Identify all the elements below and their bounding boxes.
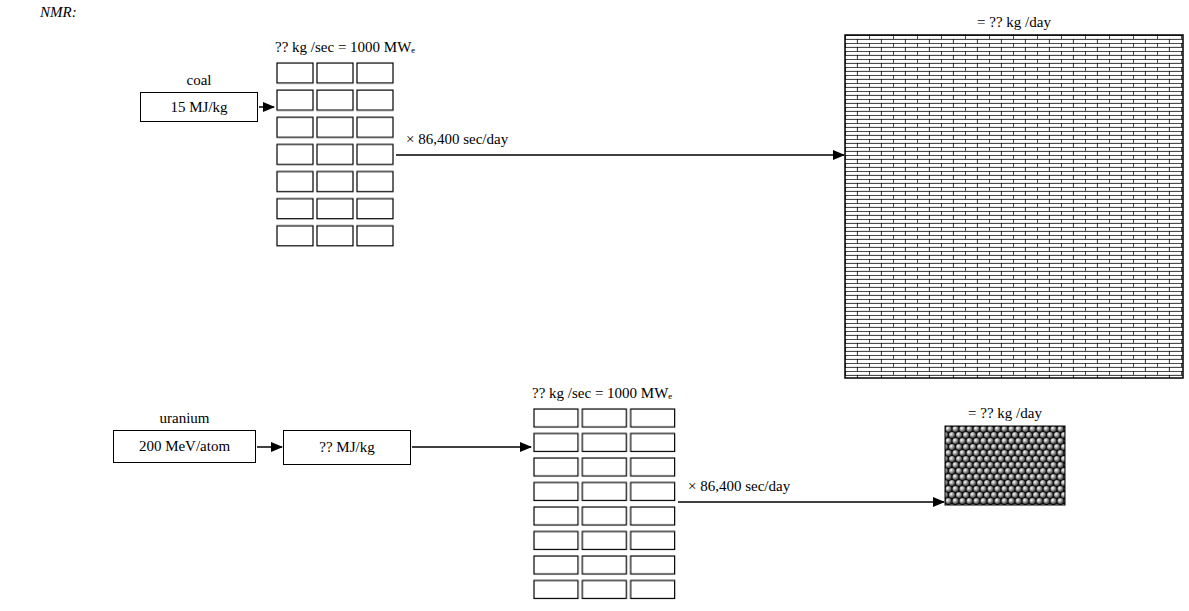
fuel-rate-stack: ?? kg /sec = 1000 MWₑ — [275, 60, 395, 250]
heading-text: ?? kg /sec = 1000 MWₑ — [275, 39, 415, 56]
fuel-rate-stack: ?? kg /sec = 1000 MWₑ — [532, 406, 677, 602]
energy-box: coal15 MJ/kg — [140, 92, 258, 122]
heading-text: = ?? kg /day — [968, 405, 1042, 422]
energy-box: uranium200 MeV/atom — [113, 430, 256, 463]
edge-label: × 86,400 sec/day — [404, 131, 510, 148]
box-text: 200 MeV/atom — [139, 438, 230, 455]
daily-fuel-pile: = ?? kg /day — [945, 426, 1065, 505]
box-text: 15 MJ/kg — [170, 99, 227, 116]
brick-wall — [845, 35, 1183, 378]
arrow — [257, 446, 282, 448]
daily-fuel-pile: = ?? kg /day — [845, 35, 1183, 378]
coal-blocks — [275, 60, 395, 250]
heading-text: coal — [187, 72, 212, 89]
arrow — [259, 106, 274, 108]
arrow — [412, 446, 531, 448]
heading-text: uranium — [160, 410, 210, 427]
arrow — [678, 501, 944, 503]
energy-box: ?? MJ/kg — [283, 430, 411, 465]
arrow — [396, 154, 844, 156]
edge-label: × 86,400 sec/day — [686, 478, 792, 495]
uranium-blocks — [532, 406, 677, 602]
heading-text: ?? kg /sec = 1000 MWₑ — [532, 385, 672, 402]
section-label: NMR: — [40, 4, 77, 21]
box-text: ?? MJ/kg — [319, 439, 374, 456]
heading-text: = ?? kg /day — [977, 14, 1051, 31]
pebble-pile — [945, 426, 1065, 505]
